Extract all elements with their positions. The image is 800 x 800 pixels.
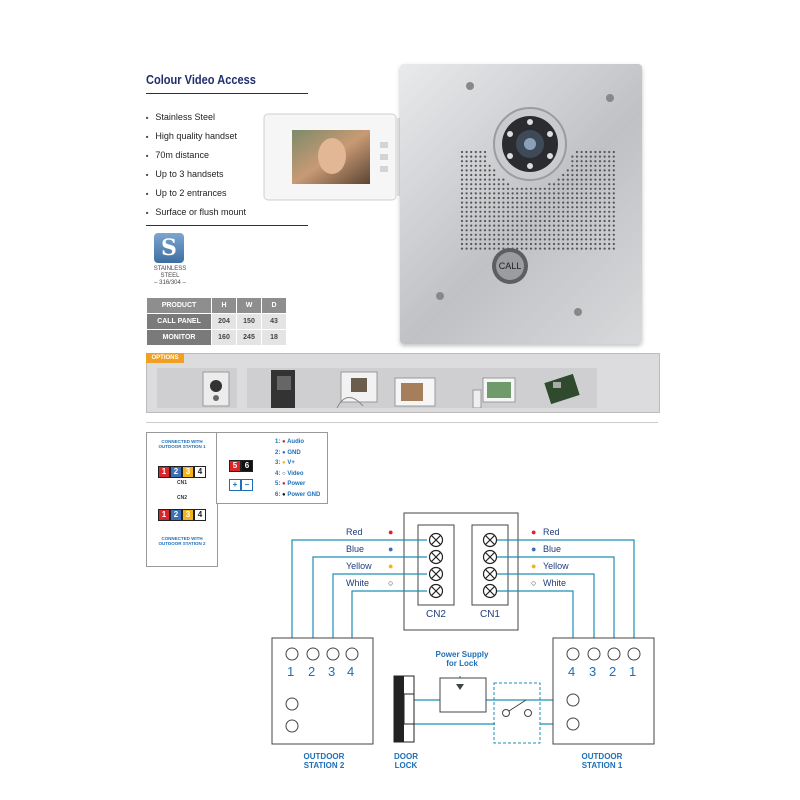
terminal-number: 3 xyxy=(589,664,597,679)
terminal-number: 1 xyxy=(629,664,637,679)
wire-label: Blue xyxy=(543,544,562,554)
pin-row: 2: ● GND xyxy=(275,449,301,456)
table-cell: 245 xyxy=(236,329,262,346)
terminal-number: 4 xyxy=(347,664,355,679)
call-panel-photo: CALL xyxy=(400,64,642,344)
feature-item: Up to 2 entrances xyxy=(146,188,246,207)
feature-item: High quality handset xyxy=(146,131,246,150)
feature-item: Stainless Steel xyxy=(146,112,246,131)
table-cell: 43 xyxy=(261,313,287,330)
terminal-number: 4 xyxy=(568,664,576,679)
pin-row: 6: ● Power GND xyxy=(275,491,321,498)
stainless-steel-badge-icon: S xyxy=(154,233,184,263)
pin-row: 1: ● Audio xyxy=(275,439,305,445)
feature-item: Surface or flush mount xyxy=(146,207,246,226)
terminal-number: 4 xyxy=(194,509,206,521)
terminal-number: 3 xyxy=(182,509,194,521)
feature-item: Up to 3 handsets xyxy=(146,169,246,188)
pin-legend: 1: ● Audio 2: ● GND 3: ● V+ 4: ○ Video 5… xyxy=(275,437,320,500)
red-dot-icon: ● xyxy=(531,527,537,537)
monitor-photo xyxy=(262,112,404,204)
title-underline xyxy=(146,93,308,94)
table-cell: 204 xyxy=(211,313,237,330)
red-dot-icon: ● xyxy=(388,527,394,537)
pin-row: 5: ● Power xyxy=(275,481,306,487)
call-button-label: CALL xyxy=(498,261,522,271)
terminal-number: 3 xyxy=(328,664,336,679)
pin-row: 4: ○ Video xyxy=(275,470,304,477)
lock-switch xyxy=(493,682,541,744)
door-lock-label: DOOR LOCK xyxy=(394,752,418,770)
yellow-dot-icon: ● xyxy=(388,561,394,571)
wire-label: Red xyxy=(543,527,560,537)
white-dot-icon: ○ xyxy=(531,578,537,588)
wire-label: Red xyxy=(346,527,363,537)
terminal-number: 3 xyxy=(182,466,194,478)
terminal-number: 6 xyxy=(241,460,253,472)
page-title: Colour Video Access xyxy=(146,72,256,87)
terminal-screws xyxy=(428,532,498,599)
wire-label: Yellow xyxy=(346,561,372,571)
option-thumbnail xyxy=(307,368,387,409)
wire-label: Yellow xyxy=(543,561,569,571)
dimensions-table: PRODUCT H W D CALL PANEL 204 150 43 MONI… xyxy=(146,297,287,346)
blue-dot-icon: ● xyxy=(531,544,537,554)
white-dot-icon: ○ xyxy=(388,578,394,588)
feature-item: 70m distance xyxy=(146,150,246,169)
power-supply-label: Power Supply for Lock xyxy=(435,650,489,668)
feature-list: Stainless Steel High quality handset 70m… xyxy=(146,112,246,226)
table-cell: CALL PANEL xyxy=(146,313,212,330)
terminal-number: 1 xyxy=(158,509,170,521)
terminal-number: 4 xyxy=(194,466,206,478)
section-divider xyxy=(146,422,658,423)
blue-dot-icon: ● xyxy=(388,544,394,554)
option-thumbnail xyxy=(447,368,527,409)
stainless-steel-caption: STAINLESS STEEL – 316/304 – xyxy=(153,266,187,286)
terminal-number: 5 xyxy=(229,460,241,472)
option-thumbnail xyxy=(527,368,597,408)
options-tab: OPTIONS xyxy=(146,353,184,363)
cn2-label: CN2 xyxy=(425,609,446,620)
cn1-label: CN1 xyxy=(479,609,500,620)
minus-sign: – xyxy=(241,479,253,491)
option-thumbnail xyxy=(387,368,447,408)
terminal-number: 2 xyxy=(308,664,316,679)
power-supply-box xyxy=(439,677,487,713)
terminal-number: 2 xyxy=(170,509,182,521)
wire-label: White xyxy=(543,578,567,588)
wire-label: Blue xyxy=(346,544,365,554)
option-thumbnail xyxy=(247,368,307,408)
option-thumbnail xyxy=(157,368,237,408)
cn2-label: CN2 xyxy=(176,495,187,501)
terminal-number: 1 xyxy=(158,466,170,478)
terminal-number: 2 xyxy=(609,664,617,679)
table-header: D xyxy=(261,297,287,314)
connected-label: CONNECTED WITH OUTDOOR STATION 1 xyxy=(158,439,206,449)
outdoor-station-1-label: OUTDOOR STATION 1 xyxy=(581,752,623,770)
terminal-number: 2 xyxy=(170,466,182,478)
table-cell: 18 xyxy=(261,329,287,346)
outdoor-station-2-label: OUTDOOR STATION 2 xyxy=(303,752,345,770)
connected-label: CONNECTED WITH OUTDOOR STATION 2 xyxy=(158,536,206,546)
wire-label: White xyxy=(346,578,370,588)
terminal-number: 1 xyxy=(287,664,295,679)
yellow-dot-icon: ● xyxy=(531,561,537,571)
cn1-label: CN1 xyxy=(176,480,187,486)
table-header: PRODUCT xyxy=(146,297,212,314)
options-strip xyxy=(146,353,660,413)
pin-row: 3: ● V+ xyxy=(275,460,295,466)
table-cell: 160 xyxy=(211,329,237,346)
features-underline xyxy=(146,225,308,226)
table-row: MONITOR 160 245 18 xyxy=(146,329,287,346)
table-cell: MONITOR xyxy=(146,329,212,346)
plus-sign: + xyxy=(229,479,241,491)
